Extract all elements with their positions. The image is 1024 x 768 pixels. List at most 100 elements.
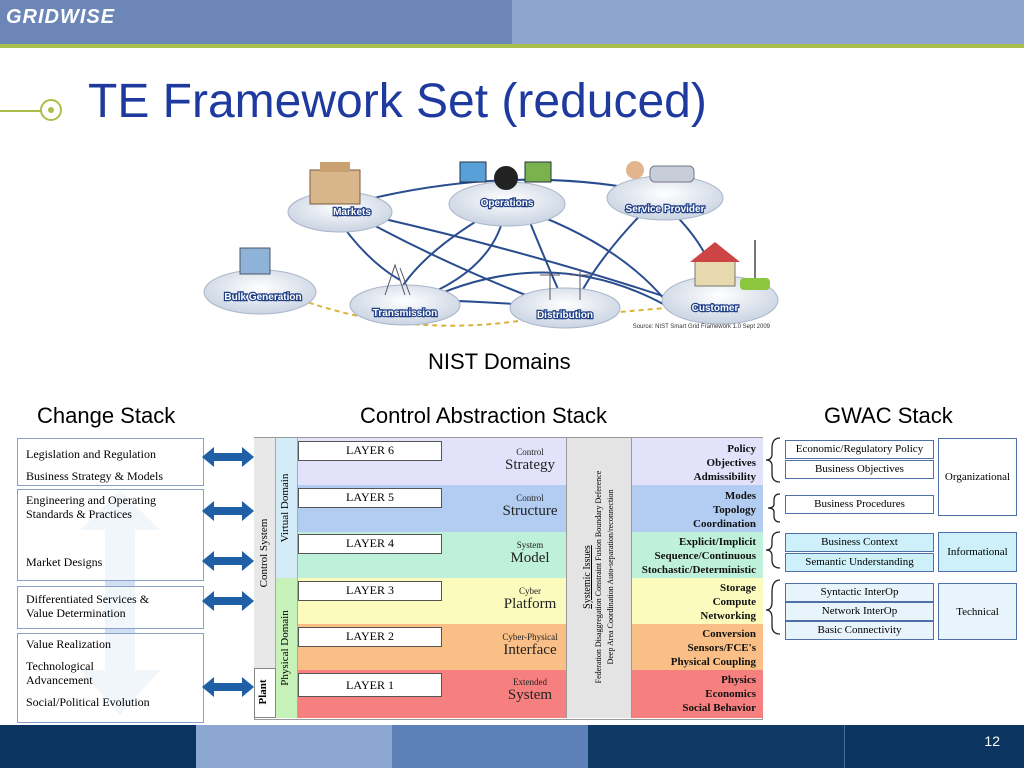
descriptor: Objectives — [706, 457, 756, 469]
layer2-label: LAYER 2 — [298, 627, 442, 647]
descriptor: Coordination — [693, 518, 756, 530]
change-item: Value Realization — [26, 637, 111, 651]
layer1-title-big: System — [507, 687, 553, 703]
systemic-issues-column — [566, 438, 632, 718]
layer4-title: System Model — [480, 540, 580, 567]
descriptor: Storage — [719, 582, 756, 594]
control-system-label: Control System — [258, 518, 270, 588]
page-number: 12 — [984, 733, 1000, 749]
nist-node-markets: Markets — [333, 207, 371, 218]
gwac-item: Business Objectives — [785, 460, 934, 479]
layer5-title: Control Structure — [480, 493, 580, 520]
descriptor: Networking — [700, 610, 756, 622]
brace-icon — [767, 493, 781, 523]
layer1-label: LAYER 1 — [298, 673, 442, 697]
title-bullet-line — [0, 110, 44, 112]
brace-icon — [765, 437, 781, 483]
plant-label: Plant — [257, 679, 269, 705]
double-arrow-icon — [202, 677, 254, 697]
nist-domains-diagram: Markets Operations Service Provider Bulk… — [203, 161, 779, 330]
gwac-item: Syntactic InterOp — [785, 583, 934, 602]
layer4-descriptors: Explicit/Implicit Sequence/Continuous St… — [634, 535, 756, 577]
layer1-descriptors: Physics Economics Social Behavior — [634, 673, 756, 715]
descriptor: Modes — [724, 490, 756, 502]
layer4-title-big: Model — [510, 550, 550, 566]
physical-domain-label: Physical Domain — [279, 610, 291, 686]
plant-bar — [254, 668, 276, 718]
layer6-descriptors: Policy Objectives Admissibility — [634, 442, 756, 484]
control-stack-caption: Control Abstraction Stack — [360, 403, 608, 428]
layer2-right-band — [632, 624, 763, 670]
layer4-label: LAYER 4 — [298, 534, 442, 554]
nist-caption: NIST Domains — [428, 349, 571, 374]
cloud-service-provider — [606, 161, 724, 221]
cloud-markets — [287, 162, 393, 233]
layer5-title-small: Control — [516, 493, 544, 503]
nist-source-note: Source: NIST Smart Grid Framework 1.0 Se… — [633, 324, 771, 330]
descriptor: Economics — [705, 688, 756, 700]
nist-node-operations: Operations — [481, 198, 534, 209]
layer5-right-band — [632, 485, 763, 532]
layer2-descriptors: Conversion Sensors/FCE's Physical Coupli… — [634, 627, 756, 669]
descriptor: Policy — [727, 443, 756, 455]
layer5-descriptors: Modes Topology Coordination — [634, 489, 756, 531]
layer2-title-small: Cyber-Physical — [502, 632, 558, 642]
double-arrow-icon — [202, 591, 254, 611]
descriptor: Explicit/Implicit — [679, 536, 756, 548]
change-item: Social/Political Evolution — [26, 695, 150, 709]
layer1-right-band — [632, 670, 763, 718]
nist-node-transmission: Transmission — [373, 308, 437, 319]
layer5-title-big: Structure — [502, 503, 558, 519]
cloud-transmission — [349, 263, 461, 326]
layer1-title: Extended System — [480, 677, 580, 704]
change-group-1: Legislation and Regulation Business Stra… — [17, 438, 204, 486]
layer6-right-band — [632, 438, 763, 485]
layer2-title-big: Interface — [503, 642, 557, 658]
nist-node-service-provider: Service Provider — [626, 204, 705, 215]
descriptor: Admissibility — [693, 471, 756, 483]
cloud-operations — [448, 161, 566, 227]
layer5-label: LAYER 5 — [298, 488, 442, 508]
layer4-right-band — [632, 532, 763, 578]
change-item: Technological Advancement — [26, 659, 94, 687]
change-group-3: Differentiated Services & Value Determin… — [17, 586, 204, 629]
gwac-item: Economic/Regulatory Policy — [785, 440, 934, 459]
change-item: Legislation and Regulation — [26, 447, 156, 461]
gwac-stack-caption: GWAC Stack — [824, 403, 953, 428]
change-group-4: Value Realization Technological Advancem… — [17, 633, 204, 723]
gwac-braces — [765, 437, 781, 635]
physical-domain-bar — [276, 578, 298, 718]
control-system-bar — [254, 438, 276, 668]
header-band — [0, 0, 1024, 44]
layer6-title-big: Strategy — [505, 457, 555, 473]
double-arrow-icon — [202, 501, 254, 521]
systemic-issues-line2: Deep Area Coordination Auto-separation/r… — [606, 489, 615, 665]
gwac-item: Business Context — [785, 533, 934, 552]
header-band-right — [512, 0, 1024, 44]
layer3-title-big: Platform — [503, 596, 557, 612]
descriptor: Conversion — [702, 628, 756, 640]
gwac-category-technical: Technical — [938, 583, 1017, 640]
title-bullet-icon — [40, 99, 62, 121]
cloud-bulk-generation — [203, 247, 317, 315]
descriptor: Sensors/FCE's — [687, 642, 756, 654]
gwac-item: Semantic Understanding — [785, 553, 934, 572]
change-group-2: Engineering and Operating Standards & Pr… — [17, 489, 204, 581]
change-item: Market Designs — [26, 555, 103, 569]
layer3-descriptors: Storage Compute Networking — [634, 581, 756, 623]
gwac-item: Business Procedures — [785, 495, 934, 514]
change-item: Engineering and Operating Standards & Pr… — [26, 493, 156, 521]
layer6-label: LAYER 6 — [298, 441, 442, 461]
nist-node-bulk-generation: Bulk Generation — [224, 292, 301, 303]
footer-segment — [588, 725, 844, 768]
cloud-customer — [661, 240, 779, 325]
nist-node-customer: Customer — [692, 303, 739, 314]
descriptor: Topology — [712, 504, 756, 516]
brace-icon — [765, 579, 781, 635]
footer-segment — [392, 725, 588, 768]
mapping-arrows — [202, 447, 254, 697]
gwac-category-informational: Informational — [938, 532, 1017, 572]
layer3-label: LAYER 3 — [298, 581, 442, 601]
descriptor: Physical Coupling — [670, 656, 756, 668]
gwac-item: Network InterOp — [785, 602, 934, 621]
